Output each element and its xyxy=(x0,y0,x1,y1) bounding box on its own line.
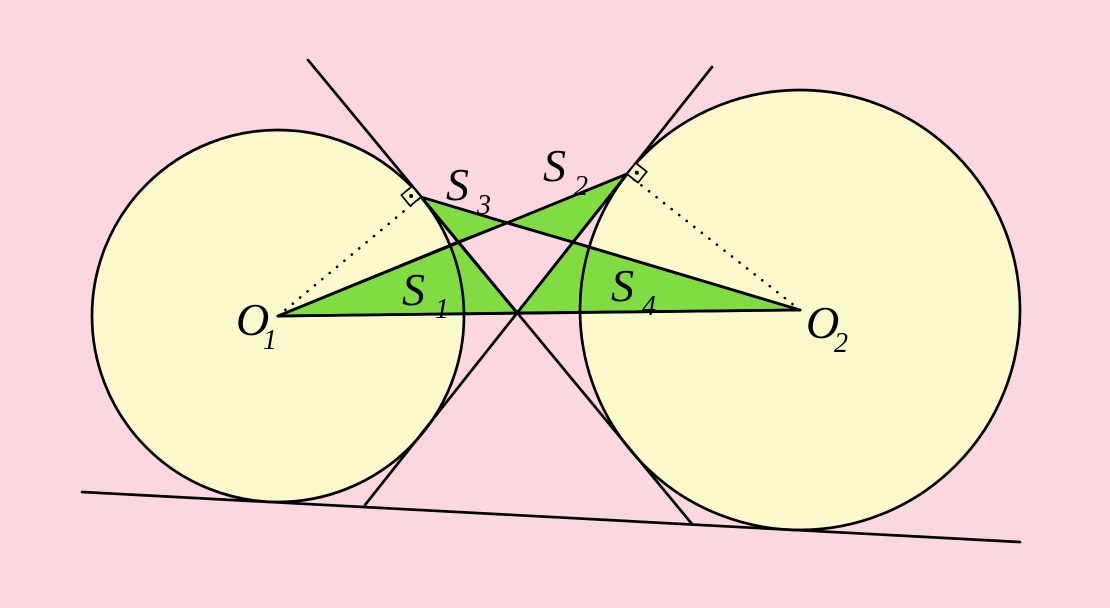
label-S4: S xyxy=(611,260,634,311)
center-line-O1O2 xyxy=(276,308,802,318)
label-S2-subscript: 2 xyxy=(574,171,588,202)
external-tangent-line xyxy=(80,490,1022,544)
segment-O1-T2 xyxy=(276,172,629,318)
label-O2-subscript: 2 xyxy=(834,328,848,359)
internal-tangent-line-b xyxy=(363,65,714,507)
radius-O2-T2 xyxy=(625,172,802,312)
label-O1: O xyxy=(236,294,269,345)
label-O2: O xyxy=(806,297,839,348)
label-S1: S xyxy=(402,264,425,315)
label-O1-subscript: 1 xyxy=(263,325,277,356)
right-angle-mark-T2-dot xyxy=(634,170,639,175)
label-S1-subscript: 1 xyxy=(435,294,449,325)
internal-tangent-line-a xyxy=(306,58,694,526)
right-angle-mark-T1-dot xyxy=(409,194,414,198)
label-S3: S xyxy=(446,159,469,210)
segment-O2-T1 xyxy=(419,195,802,312)
label-S3-subscript: 3 xyxy=(476,190,491,221)
label-S4-subscript: 4 xyxy=(642,291,656,322)
label-S2: S xyxy=(543,140,566,191)
